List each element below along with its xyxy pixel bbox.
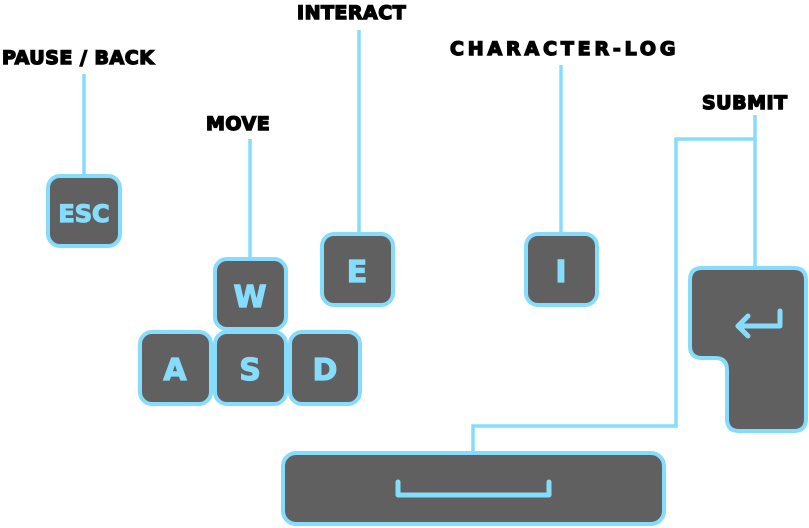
key-space	[281, 451, 666, 526]
key-s: S	[213, 330, 288, 406]
key-a-label: A	[163, 353, 187, 388]
key-e-label: E	[347, 255, 368, 290]
key-i: I	[524, 232, 599, 307]
label-pause-back: PAUSE / BACK	[2, 47, 155, 69]
connector-lines	[82, 30, 757, 453]
key-a: A	[138, 330, 213, 406]
label-submit: SUBMIT	[702, 92, 788, 114]
key-s-label: S	[239, 353, 261, 388]
key-d: D	[288, 330, 362, 406]
label-character-log: CHARACTER-LOG	[450, 38, 676, 60]
submit-space-connector	[471, 137, 755, 453]
key-enter	[688, 266, 808, 433]
key-esc: ESC	[46, 174, 122, 248]
key-e: E	[320, 232, 395, 307]
key-w: W	[213, 257, 288, 331]
enter-arrow-icon	[735, 308, 783, 339]
key-i-label: I	[555, 255, 566, 290]
key-esc-label: ESC	[58, 200, 109, 228]
key-d-label: D	[313, 353, 338, 388]
spacebar-icon	[395, 479, 552, 498]
label-interact: INTERACT	[297, 2, 406, 24]
key-w-label: W	[233, 280, 266, 315]
label-move: MOVE	[206, 113, 270, 135]
